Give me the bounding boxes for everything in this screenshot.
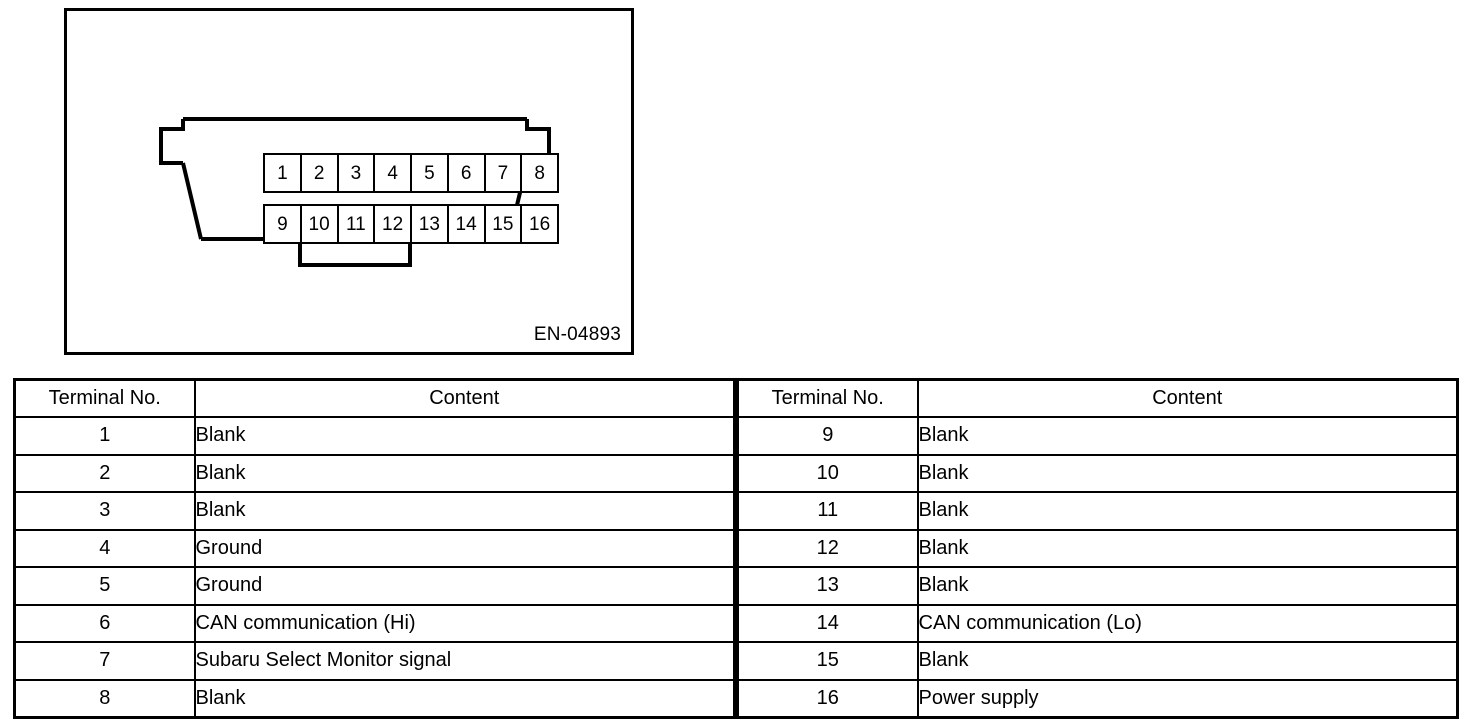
- pin-cell-8: 8: [522, 155, 557, 191]
- header-terminal-no-right: Terminal No.: [736, 378, 919, 418]
- pin-cell-6: 6: [448, 155, 486, 191]
- header-terminal-no-left: Terminal No.: [13, 378, 196, 418]
- pin-cell-2: 2: [301, 155, 339, 191]
- connector-pin-grid: 1 2 3 4 5 6 7 8 9 10 11 12 13 14 15 16: [263, 153, 559, 244]
- cell-content: CAN communication (Hi): [193, 603, 736, 643]
- cell-terminal-no: 5: [13, 566, 196, 606]
- cell-terminal-no: 15: [736, 641, 919, 681]
- cell-content: Blank: [193, 491, 736, 531]
- pin-cell-11: 11: [338, 206, 376, 242]
- cell-terminal-no: 1: [13, 416, 196, 456]
- cell-terminal-no: 14: [736, 603, 919, 643]
- cell-content: Blank: [193, 453, 736, 493]
- pin-cell-1: 1: [265, 155, 302, 191]
- cell-terminal-no: 8: [13, 678, 196, 718]
- cell-content: Blank: [916, 491, 1459, 531]
- pin-cell-12: 12: [375, 206, 412, 242]
- header-content-right: Content: [916, 378, 1459, 418]
- cell-content: Blank: [916, 528, 1459, 568]
- pin-cell-9: 9: [265, 206, 302, 242]
- pin-row-top: 1 2 3 4 5 6 7 8: [263, 153, 559, 193]
- pin-cell-10: 10: [301, 206, 339, 242]
- pin-cell-13: 13: [412, 206, 449, 242]
- cell-terminal-no: 11: [736, 491, 919, 531]
- cell-content: Subaru Select Monitor signal: [193, 641, 736, 681]
- connector-figure-panel: 1 2 3 4 5 6 7 8 9 10 11 12 13 14 15 16 E…: [64, 8, 634, 355]
- cell-content: Power supply: [916, 678, 1459, 718]
- cell-terminal-no: 7: [13, 641, 196, 681]
- cell-terminal-no: 10: [736, 453, 919, 493]
- cell-content: CAN communication (Lo): [916, 603, 1459, 643]
- header-content-left: Content: [193, 378, 736, 418]
- table-header-row: Terminal No. Content: [13, 378, 736, 418]
- cell-content: Blank: [193, 416, 736, 456]
- cell-terminal-no: 4: [13, 528, 196, 568]
- pin-cell-4: 4: [375, 155, 412, 191]
- pin-cell-16: 16: [522, 206, 557, 242]
- cell-content: Blank: [916, 416, 1459, 456]
- pin-cell-3: 3: [338, 155, 376, 191]
- cell-terminal-no: 12: [736, 528, 919, 568]
- cell-terminal-no: 16: [736, 678, 919, 718]
- cell-content: Ground: [193, 566, 736, 606]
- cell-content: Blank: [916, 641, 1459, 681]
- pin-cell-14: 14: [448, 206, 486, 242]
- figure-reference-code: EN-04893: [533, 324, 621, 345]
- cell-content: Blank: [916, 453, 1459, 493]
- pin-cell-15: 15: [485, 206, 523, 242]
- pin-cell-5: 5: [412, 155, 449, 191]
- table-header-row: Terminal No. Content: [736, 378, 1459, 418]
- cell-content: Blank: [193, 678, 736, 718]
- cell-terminal-no: 2: [13, 453, 196, 493]
- cell-terminal-no: 6: [13, 603, 196, 643]
- pin-row-bottom: 9 10 11 12 13 14 15 16: [263, 204, 559, 244]
- cell-terminal-no: 9: [736, 416, 919, 456]
- pin-cell-7: 7: [485, 155, 523, 191]
- cell-terminal-no: 3: [13, 491, 196, 531]
- cell-terminal-no: 13: [736, 566, 919, 606]
- cell-content: Blank: [916, 566, 1459, 606]
- cell-content: Ground: [193, 528, 736, 568]
